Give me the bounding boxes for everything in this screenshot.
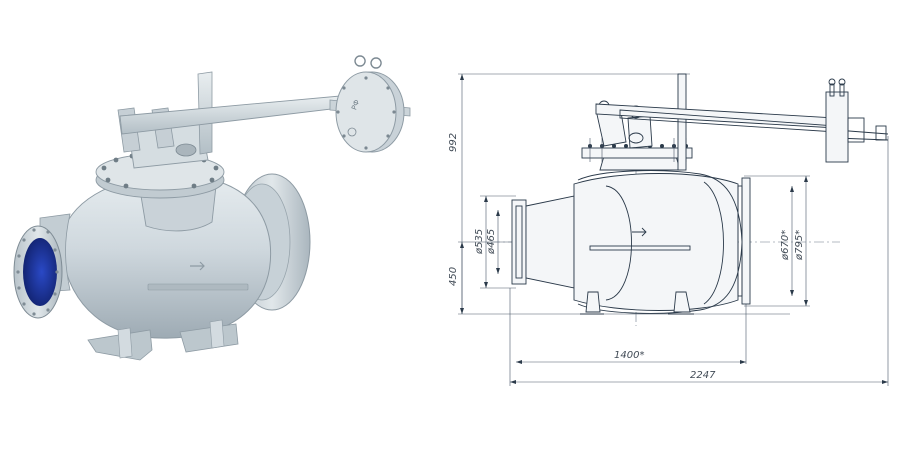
dim-dia-flange-left: ø535 (474, 229, 485, 255)
valve-render: РФ (13, 55, 411, 361)
dim-height-axis: 450 (448, 267, 459, 286)
bonnet-flange (95, 151, 225, 199)
drawing-flow-arrow-icon (632, 227, 647, 237)
drawing-lever (595, 73, 889, 171)
drawing-counterweight (825, 78, 865, 163)
dimension-arrowheads (460, 74, 888, 384)
drawing-body (573, 170, 743, 314)
dim-length-body: 1400* (614, 350, 644, 361)
drawing-left-flange (511, 195, 575, 289)
dim-dia-bore-left: ø465 (486, 229, 497, 255)
body-slot (147, 283, 249, 291)
dim-length-total: 2247 (690, 370, 716, 381)
dim-dia-body-right: ø670* (780, 230, 791, 261)
flow-arrow-icon (190, 261, 205, 271)
drawing-bonnet (581, 138, 693, 171)
counterweight-disc: РФ (335, 55, 405, 153)
plate-marking: РФ (350, 99, 361, 111)
bore-opening (23, 238, 57, 306)
left-flange (13, 225, 63, 319)
extension-lines (458, 73, 889, 386)
support-feet (87, 319, 239, 361)
drawing-right-flange (737, 177, 751, 305)
dim-height-total: 992 (448, 133, 459, 152)
dimension-lines (461, 74, 888, 383)
dim-dia-flange-right: ø795* (794, 230, 805, 261)
drawing-feet (580, 291, 694, 315)
